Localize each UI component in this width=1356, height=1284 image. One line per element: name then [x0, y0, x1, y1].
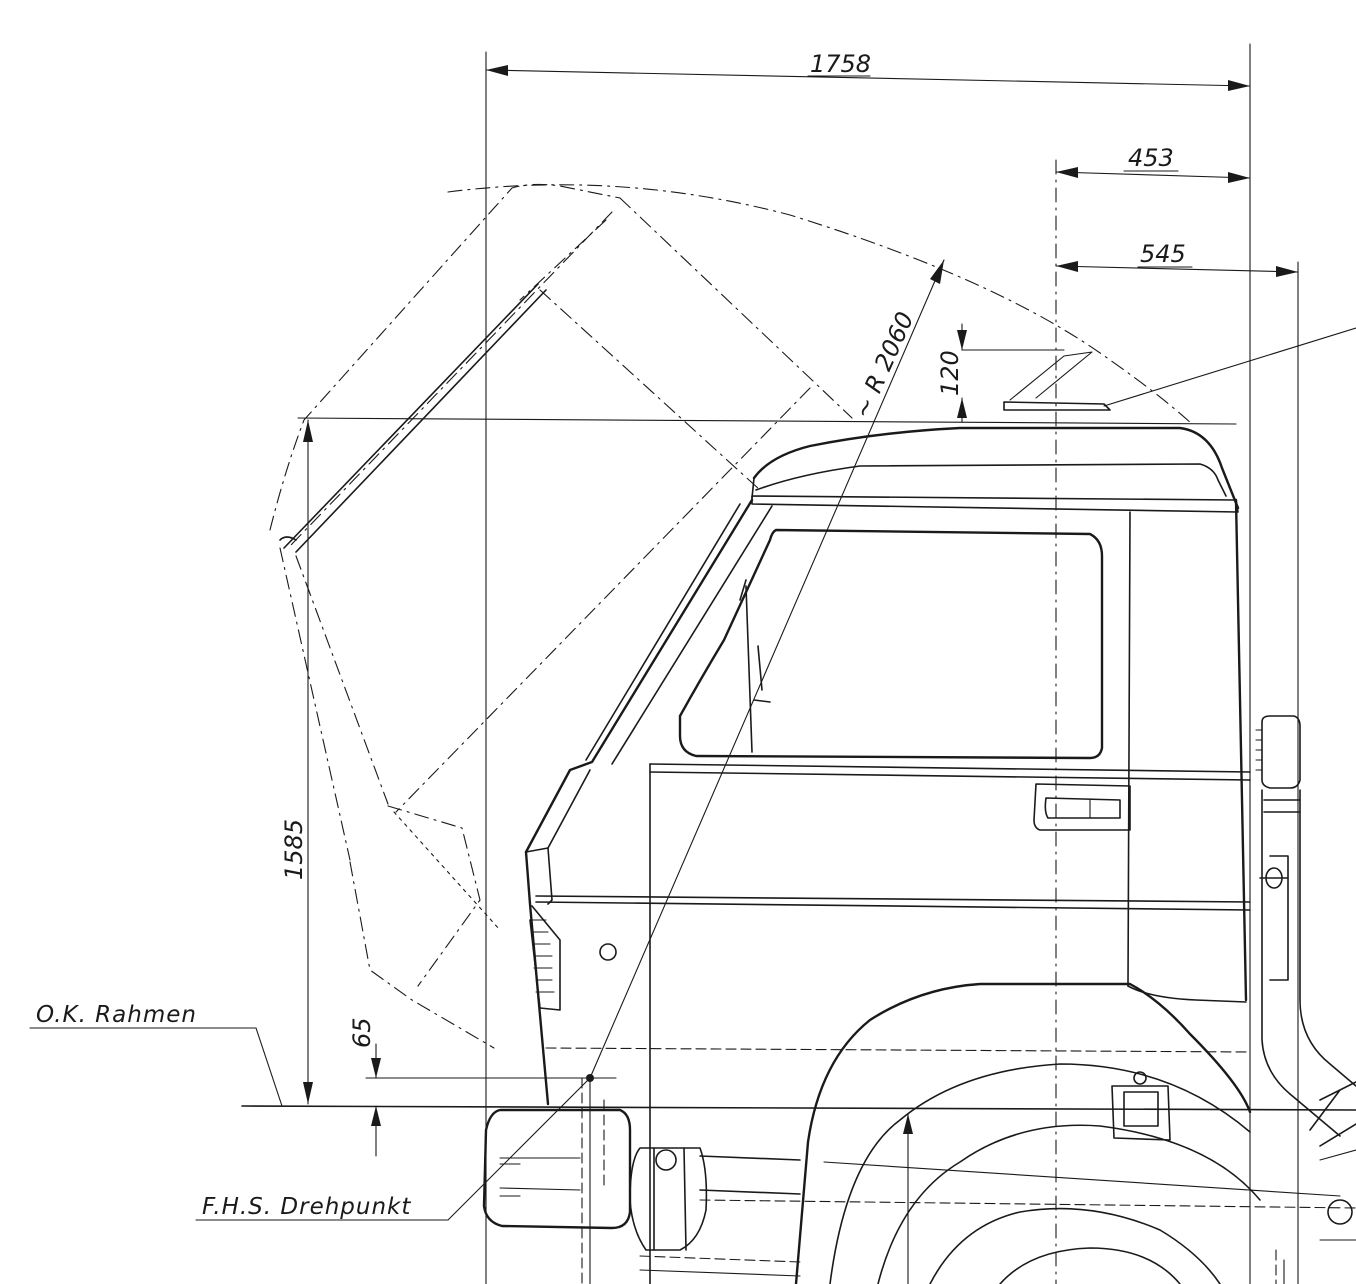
wheel-arch [794, 982, 1261, 1284]
pivot-point-marker [586, 1074, 594, 1082]
air-intake-stack [1255, 715, 1356, 1284]
dimension-65: 65 [348, 1017, 617, 1157]
roof-hatch-height-label: 120 [936, 350, 964, 396]
chassis-rails [639, 1155, 1356, 1277]
tilted-cab-outline [269, 183, 853, 1049]
fender-bracket [1111, 1071, 1171, 1141]
tilt-height-label: 1585 [280, 819, 308, 880]
roof-reference-line [297, 417, 1237, 425]
tilt-arc [447, 184, 1193, 425]
cab-body [524, 426, 1251, 1284]
frame-top-label: O.K. Rahmen [36, 1002, 197, 1028]
tow-hook [629, 1147, 708, 1251]
dimension-453-label: 453 [1128, 144, 1174, 172]
dimension-1585: 1585 [280, 419, 313, 1105]
pivot-point-label: F.H.S. Drehpunkt [202, 1194, 411, 1220]
frame-offset-label: 65 [348, 1017, 376, 1048]
frame-top-label-group: O.K. Rahmen [29, 1002, 283, 1107]
dimension-453: 453 [1055, 144, 1251, 183]
dimension-1758-label: 1758 [810, 50, 871, 78]
radius-leader: ~ R 2060 [589, 259, 945, 1079]
radius-label: ~ R 2060 [848, 308, 920, 423]
frame-top-line [241, 1105, 1356, 1111]
dimension-545-label: 545 [1140, 240, 1186, 268]
dimension-545: 545 [1055, 240, 1299, 1284]
front-bumper [482, 1077, 632, 1284]
pivot-label-group: F.H.S. Drehpunkt [195, 1074, 594, 1221]
dimension-1758: 1758 [485, 43, 1251, 1284]
roof-hatch-dimension: 120 [936, 323, 1356, 423]
